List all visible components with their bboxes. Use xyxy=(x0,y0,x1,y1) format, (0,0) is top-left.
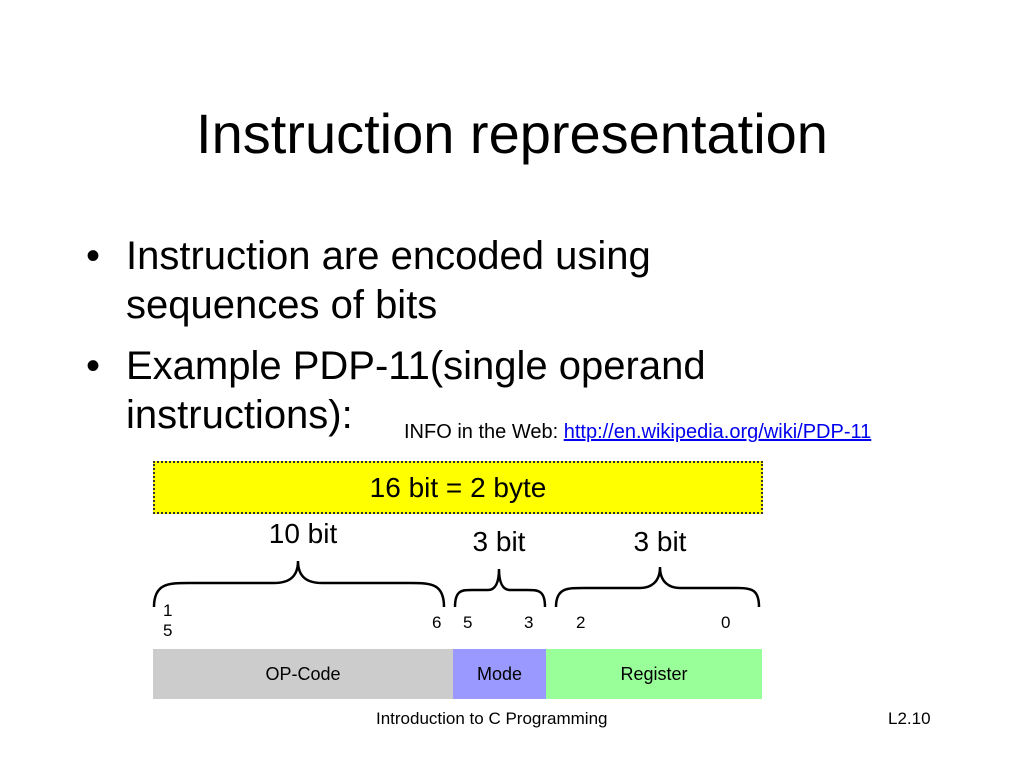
bit-number-2: 2 xyxy=(576,613,586,632)
instruction-fields: OP-Code Mode Register xyxy=(153,649,762,699)
bullet-symbol: • xyxy=(86,344,101,388)
brace-register xyxy=(554,566,761,608)
brace-opcode xyxy=(152,560,446,608)
info-note: INFO in the Web: http://en.wikipedia.org… xyxy=(404,419,871,445)
bullet-symbol: • xyxy=(86,234,101,278)
bullet-list: • Instruction are encoded using sequence… xyxy=(86,232,706,452)
wikipedia-link[interactable]: http://en.wikipedia.org/wiki/PDP-11 xyxy=(563,421,872,443)
footer-slide-number: L2.10 xyxy=(888,709,931,728)
bit-number-6: 6 xyxy=(432,613,442,632)
bullet-text-line: Example PDP-11(single operand xyxy=(126,344,706,388)
bullet-text-line: sequences of bits xyxy=(126,283,438,327)
width-label-register: 3 bit xyxy=(633,526,687,557)
bit-number-0: 0 xyxy=(721,613,731,632)
bit-number-5: 5 xyxy=(463,613,473,632)
bit-number-15: 1 5 xyxy=(163,601,173,640)
footer-course-title: Introduction to C Programming xyxy=(376,709,608,728)
width-label-opcode: 10 bit xyxy=(268,518,338,549)
bullet-text-line: Instruction are encoded using xyxy=(126,234,651,278)
field-mode: Mode xyxy=(453,649,546,699)
bullet-item: • Example PDP-11(single operand instruct… xyxy=(86,342,706,440)
total-size-box: 16 bit = 2 byte xyxy=(153,461,763,514)
field-opcode: OP-Code xyxy=(153,649,453,699)
brace-mode xyxy=(453,568,547,608)
bullet-text-line: instructions): xyxy=(126,393,353,437)
info-prefix: INFO in the Web: xyxy=(404,421,559,443)
width-label-mode: 3 bit xyxy=(472,526,526,557)
slide-title: Instruction representation xyxy=(196,102,828,165)
field-register: Register xyxy=(546,649,762,699)
bullet-item: • Instruction are encoded using sequence… xyxy=(86,232,706,330)
bit-number-3: 3 xyxy=(524,613,534,632)
